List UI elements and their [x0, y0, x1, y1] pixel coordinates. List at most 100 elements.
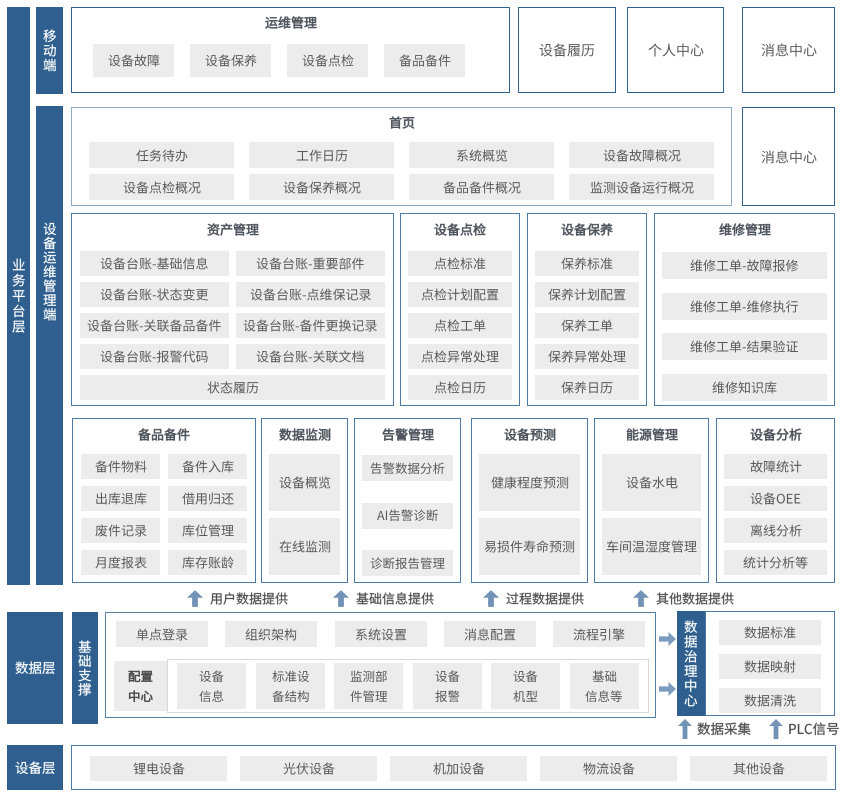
module-button[interactable]: 保养日历	[535, 375, 639, 400]
module-button[interactable]: 标准设 备结构	[255, 663, 325, 709]
module-button[interactable]: 设备点检	[287, 44, 368, 77]
module-button[interactable]: 工作日历	[249, 142, 394, 168]
section-title: 能源管理	[595, 419, 708, 441]
section-title: 数据监测	[262, 419, 347, 441]
device-button[interactable]: 其他设备	[690, 756, 827, 781]
config-center-tab[interactable]: 配置 中心	[114, 661, 167, 711]
module-button[interactable]: 在线监测	[269, 518, 340, 575]
button-row: 锂电设备光伏设备机加设备物流设备其他设备	[90, 756, 835, 781]
button-column: 设备概览在线监测	[269, 454, 340, 575]
module-button[interactable]: 设备台账-关联备品备件	[80, 313, 229, 338]
module-button[interactable]: 离线分析	[724, 518, 827, 543]
module-button[interactable]: 数据映射	[719, 654, 821, 679]
button-column: 数据标准数据映射数据清洗	[719, 620, 821, 713]
module-button[interactable]: 组织架构	[225, 621, 318, 647]
section-alarm-management: 告警管理 告警数据分析AI告警诊断诊断报告管理	[354, 418, 461, 583]
module-button[interactable]: 车间温湿度管理	[602, 518, 701, 575]
module-button[interactable]: 诊断报告管理	[362, 550, 453, 576]
device-button[interactable]: 物流设备	[540, 756, 677, 781]
module-button[interactable]: 设备台账-重要部件	[236, 251, 385, 276]
module-button[interactable]: 数据标准	[719, 620, 821, 645]
section-title: 资产管理	[72, 214, 393, 236]
panel-personal-center[interactable]: 个人中心	[627, 7, 724, 93]
module-button[interactable]: 设备点检概况	[89, 174, 234, 200]
module-button[interactable]: 告警数据分析	[362, 455, 453, 481]
section-title: 设备分析	[717, 419, 834, 441]
module-button[interactable]: 保养标准	[535, 251, 639, 276]
module-button[interactable]: 备件入库	[168, 454, 247, 479]
module-button[interactable]: 设备水电	[602, 454, 701, 511]
module-button[interactable]: 点检异常处理	[408, 344, 512, 369]
module-button[interactable]: 点检工单	[408, 313, 512, 338]
module-button[interactable]: 设备保养概况	[249, 174, 394, 200]
module-button[interactable]: 备品备件概况	[409, 174, 554, 200]
module-button[interactable]: 维修工单-故障报修	[662, 252, 827, 279]
panel-message-center[interactable]: 消息中心	[742, 7, 835, 93]
module-button[interactable]: 系统设置	[334, 621, 427, 647]
device-button[interactable]: 锂电设备	[90, 756, 227, 781]
module-button[interactable]: 设备 机型	[491, 663, 561, 709]
section-title-text: 运维管理	[264, 16, 317, 29]
module-button[interactable]: 监测部 件管理	[334, 663, 404, 709]
module-button[interactable]: 基础 信息等	[569, 663, 639, 709]
flow-label: 其他数据提供	[656, 591, 734, 605]
section-asset-management: 资产管理 设备台账-基础信息设备台账-重要部件设备台账-状态变更设备台账-点维保…	[71, 213, 394, 406]
module-button[interactable]: 设备台账-关联文档	[236, 344, 385, 369]
module-button[interactable]: 监测设备运行概况	[569, 174, 714, 200]
module-button[interactable]: 设备台账-备件更换记录	[236, 313, 385, 338]
module-button[interactable]: 故障统计	[724, 454, 827, 479]
module-button[interactable]: 设备故障	[93, 44, 174, 77]
module-button[interactable]: 设备故障概况	[569, 142, 714, 168]
panel-device-history[interactable]: 设备履历	[518, 7, 616, 93]
module-button[interactable]: 点检标准	[408, 251, 512, 276]
module-button[interactable]: 点检日历	[408, 375, 512, 400]
module-button[interactable]: 统计分析等	[724, 550, 827, 575]
module-button[interactable]: 月度报表	[81, 550, 160, 575]
module-button[interactable]: 设备台账-报警代码	[80, 344, 229, 369]
module-button[interactable]: 备品备件	[384, 44, 465, 77]
button-column: 设备水电车间温湿度管理	[602, 454, 701, 575]
module-button[interactable]: 维修知识库	[662, 373, 827, 401]
module-button[interactable]: 保养异常处理	[535, 344, 639, 369]
module-button[interactable]: 设备概览	[269, 454, 340, 511]
module-button[interactable]: 库位管理	[168, 518, 247, 543]
layer-label: 基础支撑	[78, 640, 92, 696]
module-button[interactable]: 设备OEE	[724, 486, 827, 511]
module-button[interactable]: 单点登录	[116, 621, 208, 647]
up-arrow-icon	[678, 719, 692, 739]
module-button[interactable]: 设备保养	[190, 44, 271, 77]
section-title-text: 资产管理	[206, 223, 259, 236]
module-button[interactable]: 保养工单	[535, 313, 639, 338]
module-button[interactable]: 废件记录	[81, 518, 160, 543]
data-flow-label: 其他数据提供	[633, 589, 734, 607]
module-button[interactable]: 设备台账-基础信息	[80, 251, 229, 276]
module-button[interactable]: 借用归还	[168, 486, 247, 511]
module-button[interactable]: 状态履历	[80, 375, 385, 400]
layer-bar-business-platform: 业务平台层	[7, 7, 30, 585]
module-button[interactable]: 维修工单-结果验证	[662, 333, 827, 360]
module-button[interactable]: 设备台账-点维保记录	[236, 282, 385, 307]
module-button[interactable]: 维修工单-维修执行	[662, 292, 827, 320]
module-button[interactable]: 消息配置	[443, 621, 536, 647]
panel-message-center-2[interactable]: 消息中心	[742, 107, 835, 206]
module-button[interactable]: AI告警诊断	[362, 502, 453, 529]
module-button[interactable]: 出库退库	[81, 486, 160, 511]
module-button[interactable]: 流程引擎	[553, 621, 645, 647]
module-button[interactable]: 保养计划配置	[535, 282, 639, 307]
module-button[interactable]: 系统概览	[409, 142, 554, 168]
module-button[interactable]: 库存账龄	[168, 550, 247, 575]
device-button[interactable]: 光伏设备	[240, 756, 377, 781]
module-button[interactable]: 设备台账-状态变更	[80, 282, 229, 307]
button-grid: 任务待办工作日历系统概览设备故障概况设备点检概况设备保养概况备品备件概况监测设备…	[89, 142, 714, 200]
module-button[interactable]: 备件物料	[81, 454, 160, 479]
module-button[interactable]: 设备 信息	[177, 663, 247, 709]
module-button[interactable]: 健康程度预测	[479, 454, 580, 511]
module-button[interactable]: 任务待办	[89, 142, 234, 168]
flow-label: 用户数据提供	[210, 591, 288, 605]
module-button[interactable]: 数据清洗	[719, 688, 821, 713]
device-button[interactable]: 机加设备	[390, 756, 527, 781]
module-button[interactable]: 易损件寿命预测	[479, 518, 580, 575]
data-flow-label: 基础信息提供	[333, 589, 434, 607]
module-button[interactable]: 点检计划配置	[408, 282, 512, 307]
module-button[interactable]: 设备 报警	[412, 663, 482, 709]
